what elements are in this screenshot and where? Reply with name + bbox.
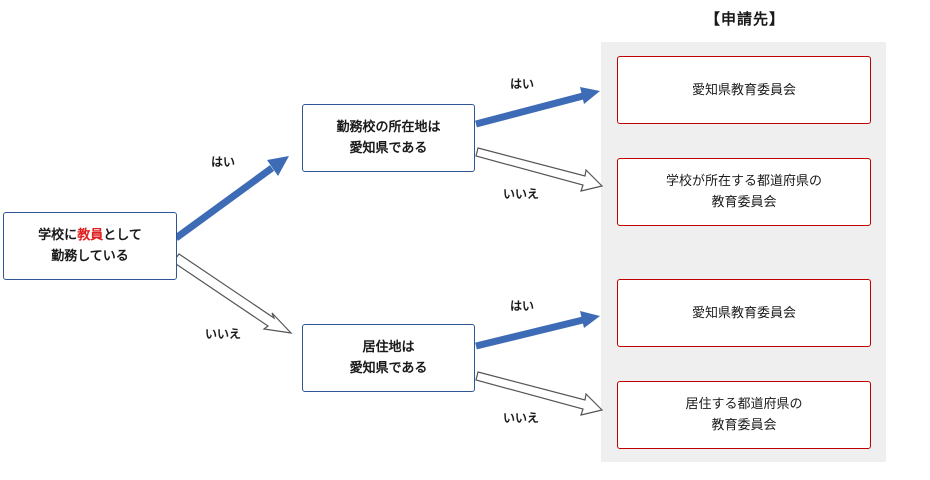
yes-arrow-school-to-d1 <box>475 87 600 128</box>
question-residence-line1: 居住地は <box>362 340 415 355</box>
yes-arrow-residence-to-d3 <box>475 311 600 350</box>
question-school-location: 勤務校の所在地は 愛知県である <box>302 104 475 172</box>
start-text-emphasis: 教員 <box>77 228 104 243</box>
destination-aichi-board-1: 愛知県教育委員会 <box>617 56 871 124</box>
no-arrow-school-to-d2 <box>475 147 604 192</box>
question-residence-line2: 愛知県である <box>349 361 428 376</box>
destination-2-line1: 学校が所在する都道府県の <box>665 174 822 189</box>
label-yes-school: はい <box>510 77 535 91</box>
start-node: 学校に教員として 勤務している <box>3 212 177 280</box>
destination-aichi-board-2: 愛知県教育委員会 <box>617 279 871 347</box>
no-arrow-residence-to-d4 <box>475 371 604 416</box>
question-residence: 居住地は 愛知県である <box>302 324 475 392</box>
no-arrow-start-to-residence <box>172 253 293 334</box>
label-yes-start: はい <box>211 155 236 169</box>
label-no-residence: いいえ <box>503 411 540 425</box>
label-no-start: いいえ <box>205 327 242 341</box>
destination-1-line1: 愛知県教育委員会 <box>691 82 796 98</box>
destination-4-line1: 居住する都道府県の <box>685 397 803 412</box>
destination-2-line2: 教育委員会 <box>711 195 777 210</box>
destination-school-prefecture-board: 学校が所在する都道府県の 教育委員会 <box>617 158 871 226</box>
start-text-line2: 勤務している <box>51 249 129 264</box>
start-text-pre: 学校に <box>38 228 78 243</box>
destination-4-line2: 教育委員会 <box>711 418 777 433</box>
label-yes-residence: はい <box>510 299 535 313</box>
label-no-school: いいえ <box>503 187 540 201</box>
destination-3-line1: 愛知県教育委員会 <box>691 305 796 321</box>
question-school-line1: 勤務校の所在地は <box>336 120 441 135</box>
start-text-post: として <box>103 228 142 243</box>
question-school-line2: 愛知県である <box>349 141 428 156</box>
destination-residence-prefecture-board: 居住する都道府県の 教育委員会 <box>617 381 871 449</box>
destination-header: 【申請先】 <box>704 10 785 28</box>
yes-arrow-start-to-school <box>173 156 289 241</box>
